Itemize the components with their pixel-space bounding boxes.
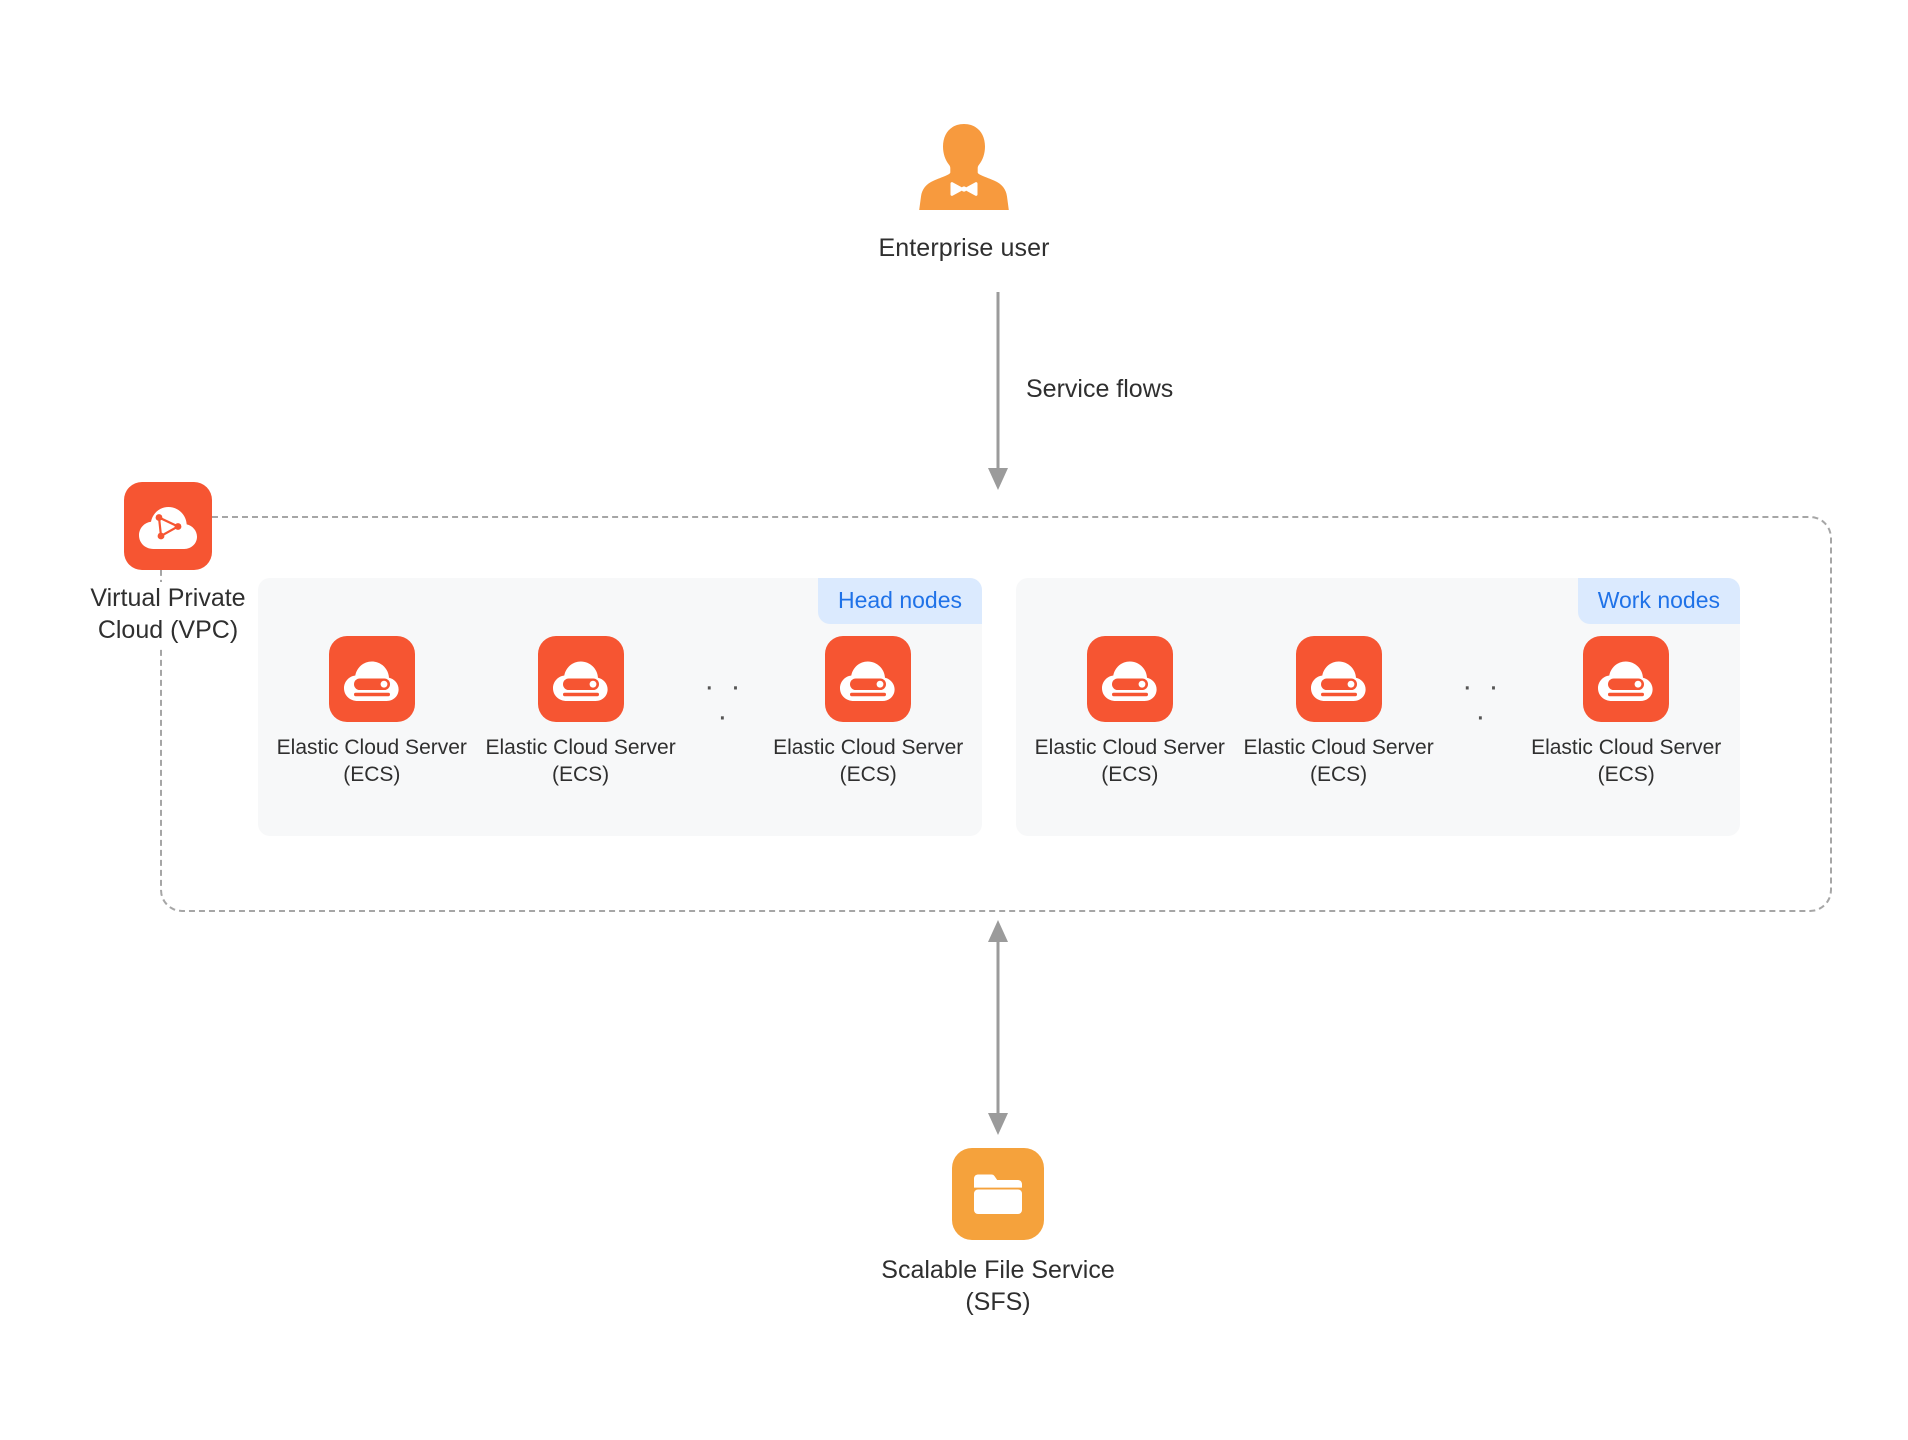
ecs-cloud-server-icon	[328, 636, 415, 722]
ecs-icon-glyph	[552, 661, 608, 701]
ecs-node[interactable]: Elastic Cloud Server (ECS)	[1035, 636, 1225, 789]
sfs-label-line1: Scalable File Service	[881, 1256, 1115, 1284]
vpc-boundary	[160, 516, 1832, 912]
ecs-label-line2: (ECS)	[839, 763, 897, 787]
vpc-sfs-arrow	[988, 920, 1008, 1135]
ellipsis: · · ·	[704, 670, 745, 733]
ecs-node[interactable]: Elastic Cloud Server (ECS)	[1531, 636, 1721, 789]
ecs-label: Elastic Cloud Server (ECS)	[1243, 734, 1433, 789]
ecs-node[interactable]: Elastic Cloud Server (ECS)	[485, 636, 676, 789]
ecs-label: Elastic Cloud Server (ECS)	[485, 734, 675, 789]
ecs-node[interactable]: Elastic Cloud Server (ECS)	[773, 636, 963, 789]
ecs-label-line1: Elastic Cloud Server	[773, 736, 964, 759]
sfs-label: Scalable File Service (SFS)	[881, 1254, 1114, 1318]
sfs-node: Scalable File Service (SFS)	[873, 1148, 1123, 1318]
ecs-cloud-server-icon	[1295, 636, 1382, 722]
ecs-icon-glyph	[1101, 661, 1157, 701]
ecs-node[interactable]: Elastic Cloud Server (ECS)	[277, 636, 467, 789]
ecs-icon-glyph	[840, 661, 895, 701]
ecs-label-line2: (ECS)	[1101, 763, 1159, 787]
ecs-label: Elastic Cloud Server (ECS)	[277, 734, 467, 789]
head-nodes-items: Elastic Cloud Server (ECS) Elastic Cloud…	[258, 636, 982, 822]
sfs-label-line2: (SFS)	[965, 1288, 1031, 1316]
work-nodes-items: Elastic Cloud Server (ECS) Elastic Cloud…	[1016, 636, 1740, 822]
ecs-icon-glyph	[343, 661, 399, 701]
ecs-label: Elastic Cloud Server (ECS)	[773, 734, 963, 789]
ecs-icon-glyph	[1598, 661, 1653, 701]
vpc-label: Virtual Private Cloud (VPC)	[86, 582, 250, 646]
vpc-node: Virtual Private Cloud (VPC)	[78, 482, 258, 646]
ecs-node[interactable]: Elastic Cloud Server (ECS)	[1243, 636, 1434, 789]
vpc-cloud-network-icon	[124, 482, 212, 570]
enterprise-user-label: Enterprise user	[878, 234, 1050, 262]
ecs-cloud-server-icon	[1583, 636, 1670, 722]
folder-icon	[952, 1148, 1044, 1240]
ecs-label: Elastic Cloud Server (ECS)	[1035, 734, 1225, 789]
vpc-label-line1: Virtual Private	[90, 584, 246, 612]
service-flow-label: Service flows	[1026, 375, 1174, 403]
ecs-icon-glyph	[1310, 661, 1366, 701]
ecs-label-line2: (ECS)	[1310, 763, 1368, 787]
ecs-label-line1: Elastic Cloud Server	[1531, 736, 1722, 759]
ecs-cloud-server-icon	[537, 636, 624, 722]
vpc-icon-glyph	[139, 507, 197, 549]
ecs-label-line1: Elastic Cloud Server	[1034, 736, 1225, 759]
ecs-cloud-server-icon	[1086, 636, 1173, 722]
head-nodes-group: Head nodes Elastic Cloud Server (ECS)	[258, 578, 982, 836]
work-nodes-group: Work nodes Elastic Cloud Server (ECS)	[1016, 578, 1740, 836]
ellipsis: · · ·	[1462, 670, 1503, 733]
head-nodes-badge: Head nodes	[817, 578, 982, 624]
ecs-cloud-server-icon	[825, 636, 912, 722]
sfs-icon-glyph	[974, 1174, 1022, 1214]
ecs-label-line1: Elastic Cloud Server	[485, 736, 676, 759]
vpc-label-line2: Cloud (VPC)	[97, 616, 239, 644]
user-silhouette-icon	[919, 124, 1009, 210]
ecs-label-line1: Elastic Cloud Server	[1243, 736, 1434, 759]
ecs-label: Elastic Cloud Server (ECS)	[1531, 734, 1721, 789]
ecs-label-line1: Elastic Cloud Server	[276, 736, 467, 759]
ecs-label-line2: (ECS)	[552, 763, 610, 787]
service-flow-arrow	[988, 292, 1008, 490]
enterprise-user-node: Enterprise user	[874, 120, 1054, 263]
ecs-label-line2: (ECS)	[1597, 763, 1655, 787]
ecs-label-line2: (ECS)	[343, 763, 401, 787]
work-nodes-badge: Work nodes	[1577, 578, 1740, 624]
